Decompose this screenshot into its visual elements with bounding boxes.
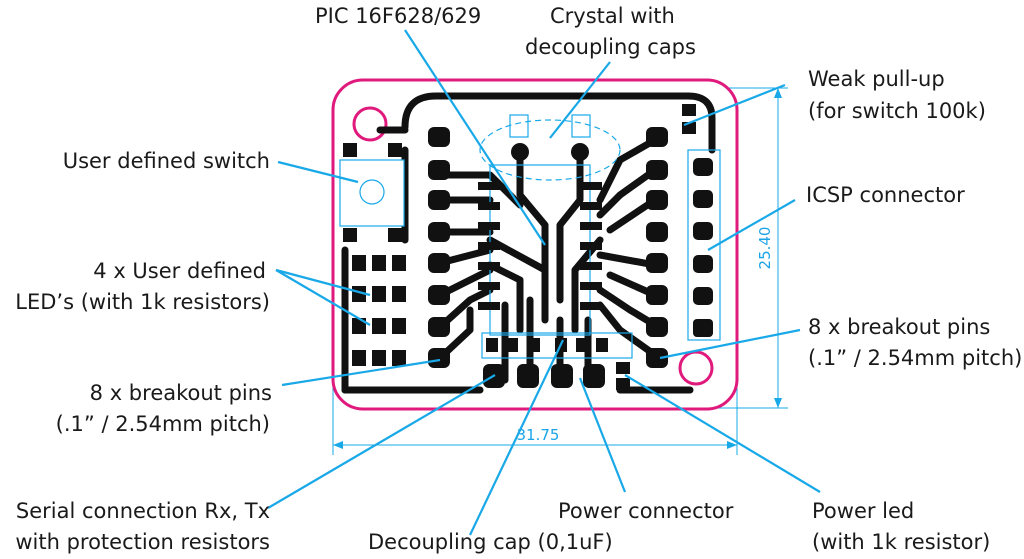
pic-chip-pads xyxy=(478,182,602,310)
label-pic: PIC 16F628/629 xyxy=(315,4,481,28)
icsp-pads xyxy=(693,158,713,337)
label-icsp: ICSP connector xyxy=(806,183,965,207)
crystal-pad-left xyxy=(511,143,529,161)
serial-power-pads xyxy=(483,364,605,388)
bottom-components-outline xyxy=(481,332,633,359)
leader-lines xyxy=(267,29,821,536)
label-weak-pullup-line1: Weak pull-up xyxy=(808,67,945,91)
label-crystal-line2: decoupling caps xyxy=(525,35,696,59)
switch-pad-2 xyxy=(388,143,402,157)
crystal-cap-left xyxy=(509,114,529,138)
dimension-height: 25.40 xyxy=(756,227,774,270)
label-crystal-line1: Crystal with xyxy=(550,4,675,28)
label-breakout-right-line1: 8 x breakout pins xyxy=(808,315,990,339)
label-power-led-line1: Power led xyxy=(812,499,914,523)
label-leds-line2: LED’s (with 1k resistors) xyxy=(15,290,270,314)
label-breakout-left-line1: 8 x breakout pins xyxy=(90,381,272,405)
switch-body xyxy=(339,159,405,227)
crystal-outline xyxy=(479,119,621,181)
mounting-hole-top-left xyxy=(352,106,388,142)
label-serial-line2: with protection resistors xyxy=(15,530,270,554)
label-breakout-left-line2: (.1” / 2.54mm pitch) xyxy=(56,412,270,436)
dimension-width: 31.75 xyxy=(517,426,560,444)
label-leds-line1: 4 x User defined xyxy=(93,259,266,283)
crystal-pad-right xyxy=(571,143,589,161)
led-resistor-pads xyxy=(352,255,406,366)
switch-pad-1 xyxy=(343,143,357,157)
left-breakout-pins xyxy=(428,127,450,368)
label-decoupling-cap: Decoupling cap (0,1uF) xyxy=(368,530,613,554)
mounting-hole-bottom-right xyxy=(678,350,714,386)
label-breakout-right-line2: (.1” / 2.54mm pitch) xyxy=(808,346,1022,370)
label-weak-pullup-line2: (for switch 100k) xyxy=(808,99,986,123)
label-power-led-line2: (with 1k resistor) xyxy=(812,530,990,554)
switch-button-icon xyxy=(359,179,385,205)
label-power-connector: Power connector xyxy=(558,499,734,523)
pullup-resistor-pad-1 xyxy=(682,104,696,116)
switch-pad-3 xyxy=(343,228,357,242)
label-serial-line1: Serial connection Rx, Tx xyxy=(16,499,270,523)
icsp-outline xyxy=(687,149,721,341)
switch-pad-4 xyxy=(388,228,402,242)
label-switch: User defined switch xyxy=(63,149,270,173)
crystal-cap-right xyxy=(571,114,591,138)
right-breakout-pins xyxy=(646,127,668,368)
